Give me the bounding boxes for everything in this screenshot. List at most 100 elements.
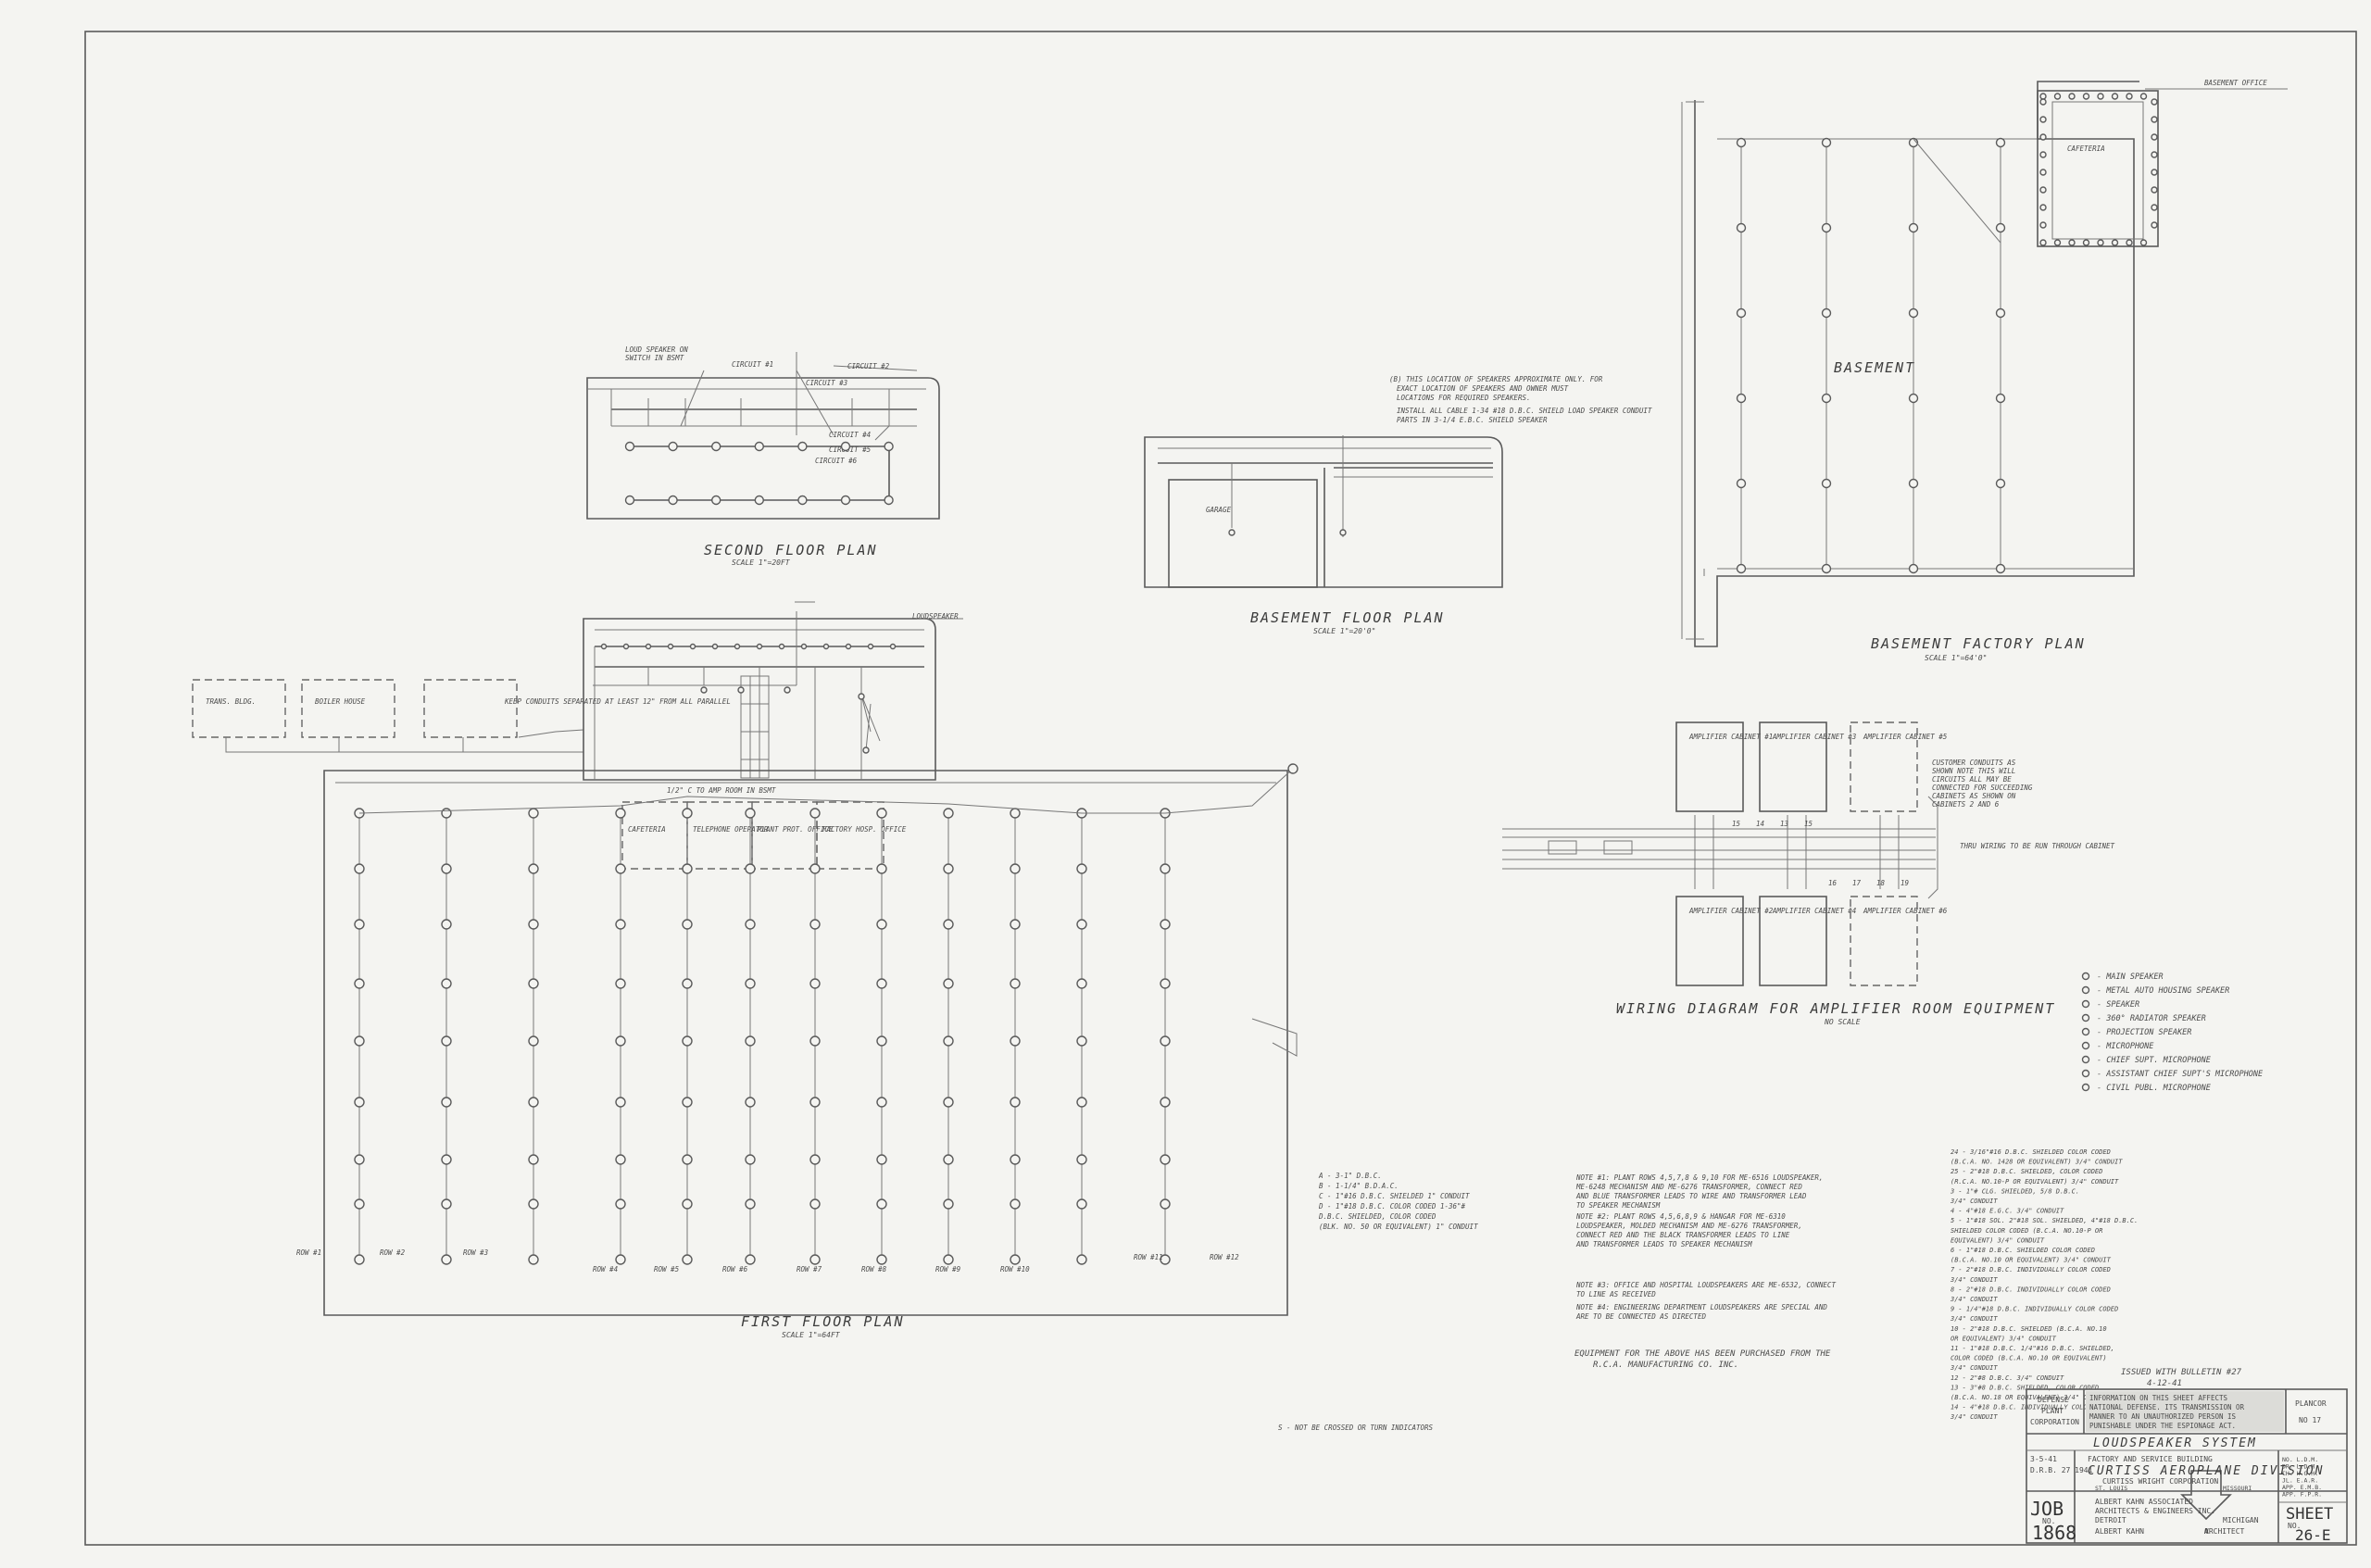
- speaker-icon: [354, 978, 365, 989]
- cable-note: A - 3-1" D.B.C.: [1318, 1172, 1382, 1180]
- legend-symbol-icon: [2081, 1013, 2090, 1022]
- schedule-line: 9 - 1/4"#18 D.B.C. INDIVIDUALLY COLOR CO…: [1951, 1306, 2118, 1313]
- schedule-line: 13 - 3"#8 D.B.C. SHIELDED, COLOR CODED: [1951, 1384, 2099, 1391]
- note-line: CONNECT RED AND THE BLACK TRANSFORMER LE…: [1576, 1231, 1790, 1239]
- row-label: ROW #12: [1210, 1253, 1239, 1261]
- wiring-number: 19: [1901, 879, 1910, 887]
- tb-state: MISSOURI: [2223, 1485, 2252, 1492]
- speaker-icon: [778, 643, 785, 650]
- speaker-icon: [667, 643, 674, 650]
- tb-job: JOB: [2030, 1498, 2064, 1520]
- speaker-icon: [1736, 307, 1747, 319]
- speaker-icon: [867, 643, 874, 650]
- speaker-icon: [441, 978, 452, 989]
- schedule-line: 14 - 4"#18 D.B.C. INDIVIDUALLY COLOR COD…: [1951, 1404, 2114, 1411]
- speaker-icon: [809, 1097, 821, 1108]
- speaker-icon: [809, 1198, 821, 1210]
- speaker-icon: [745, 808, 756, 819]
- second-floor-title: SECOND FLOOR PLAN: [704, 542, 878, 558]
- speaker-icon: [1287, 763, 1298, 774]
- speaker-icon: [2097, 239, 2104, 246]
- sf-note-6: CIRCUIT #4: [829, 431, 871, 439]
- note-line: ARE TO BE CONNECTED AS DIRECTED: [1575, 1312, 1706, 1321]
- tb-job-no: 1868: [2032, 1522, 2076, 1544]
- note-line: NOTE #3: OFFICE AND HOSPITAL LOUDSPEAKER…: [1575, 1281, 1836, 1289]
- row-label: ROW #2: [380, 1248, 406, 1257]
- schedule-line: 3/4" CONDUIT: [1950, 1296, 1998, 1303]
- revision-entry: DR. L.D.M.: [2282, 1463, 2318, 1471]
- wiring-note-1: CUSTOMER CONDUITS AS: [1932, 759, 2016, 767]
- speaker-icon: [441, 1035, 452, 1047]
- ff-cafeteria-label: CAFETERIA: [628, 825, 666, 834]
- speaker-icon: [682, 1035, 693, 1047]
- speaker-icon: [737, 686, 745, 694]
- row-label: ROW #11: [1134, 1253, 1163, 1261]
- issued-note: ISSUED WITH BULLETIN #27: [2121, 1368, 2242, 1377]
- schedule-line: (B.C.A. NO.18 OR EQUIVALENT) 3/4" CONDUI…: [1951, 1394, 2112, 1401]
- row-label: ROW #8: [861, 1265, 887, 1273]
- tb-defense: DEFENSE: [2038, 1396, 2069, 1404]
- speaker-icon: [734, 643, 741, 650]
- speaker-icon: [2139, 239, 2148, 246]
- bf-note-4: INSTALL ALL CABLE 1-34 #18 D.B.C. SHIELD…: [1397, 407, 1652, 415]
- speaker-icon: [1160, 1154, 1171, 1165]
- speaker-icon: [809, 863, 821, 874]
- speaker-icon: [943, 919, 954, 930]
- speaker-icon: [1821, 478, 1832, 489]
- wiring-number: 13: [1780, 820, 1789, 828]
- speaker-icon: [1076, 1097, 1087, 1108]
- speaker-icon: [1995, 307, 2006, 319]
- speaker-icon: [682, 808, 693, 819]
- amplifier-label: AMPLIFIER CABINET #5: [1863, 733, 1948, 741]
- speaker-icon: [1010, 1097, 1021, 1108]
- speaker-icon: [943, 863, 954, 874]
- speaker-icon: [1010, 978, 1021, 989]
- revision-entry: APP. F.P.R.: [2282, 1491, 2322, 1499]
- cable-note: (BLK. NO. 50 OR EQUIVALENT) 1" CONDUIT: [1319, 1223, 1478, 1231]
- amplifier-label: AMPLIFIER CABINET #3: [1772, 733, 1857, 741]
- first-floor-plan: TRANS. BLDG. BOILER HOUSE KEEP CONDUITS …: [192, 601, 1298, 1339]
- speaker-icon: [1160, 863, 1171, 874]
- tb-job-no-label: NO.: [2042, 1517, 2055, 1525]
- speaker-icon: [1160, 1254, 1171, 1265]
- row-label: ROW #4: [593, 1265, 618, 1273]
- feeder-line: [358, 768, 1294, 814]
- speaker-icon: [2151, 151, 2158, 158]
- tb-architect-4: MICHIGAN: [2223, 1516, 2259, 1524]
- speaker-icon: [889, 643, 897, 650]
- wiring-number: 18: [1876, 879, 1886, 887]
- speaker-icon: [682, 1254, 693, 1265]
- amplifier-label: AMPLIFIER CABINET #4: [1772, 907, 1856, 915]
- speaker-icon: [876, 1254, 887, 1265]
- speaker-icon: [1076, 919, 1087, 930]
- speaker-icon: [745, 1154, 756, 1165]
- speaker-icon: [745, 1198, 756, 1210]
- amplifier-cabinet: [1759, 721, 1827, 812]
- legend: - MAIN SPEAKER- METAL AUTO HOUSING SPEAK…: [2081, 972, 2264, 1093]
- speaker-icon: [1736, 222, 1747, 233]
- speaker-icon: [943, 1097, 954, 1108]
- speaker-icon: [754, 441, 764, 452]
- sf-note-1: LOUD SPEAKER ON: [625, 345, 688, 354]
- ff-telephone-label: TELEPHONE OPERATOR: [693, 825, 769, 834]
- schedule-line: 11 - 1"#18 D.B.C. 1/4"#16 D.B.C. SHIELDE…: [1951, 1345, 2114, 1352]
- speaker-icon: [1010, 1035, 1021, 1047]
- speaker-icon: [441, 919, 452, 930]
- speaker-icon: [2039, 239, 2047, 246]
- speaker-icon: [615, 1254, 626, 1265]
- tb-planco: PLANCOR: [2295, 1399, 2327, 1408]
- cafeteria-label: CAFETERIA: [2067, 144, 2105, 153]
- speaker-icon: [528, 1254, 539, 1265]
- speaker-icon: [884, 495, 894, 506]
- speaker-icon: [2097, 93, 2104, 100]
- boiler-house-label: BOILER HOUSE: [315, 697, 366, 706]
- speaker-icon: [745, 1254, 756, 1265]
- speaker-icon: [800, 643, 808, 650]
- speaker-icon: [668, 441, 678, 452]
- amplifier-label: AMPLIFIER CABINET #1: [1688, 733, 1773, 741]
- speaker-icon: [682, 1097, 693, 1108]
- basement-floor-plan: GARAGE (B) THIS LOCATION OF SPEAKERS APP…: [1144, 375, 1652, 635]
- speaker-icon: [809, 978, 821, 989]
